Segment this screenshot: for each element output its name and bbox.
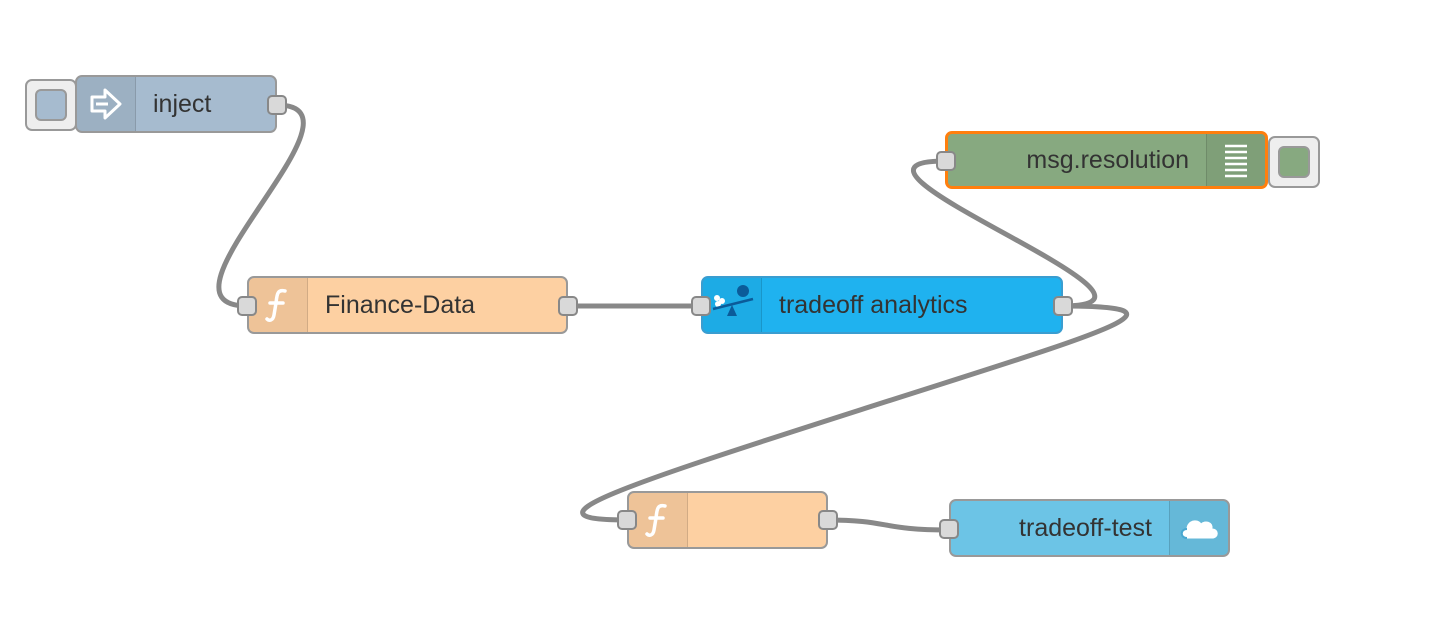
function-icon [249,278,308,332]
port-inject-output[interactable] [267,95,287,115]
port-tradeoff-analytics-output[interactable] [1053,296,1073,316]
node-tradeoff-analytics[interactable]: tradeoff analytics [701,276,1063,334]
node-inject-label: inject [153,89,212,118]
node-function-unnamed[interactable] [627,491,828,549]
node-msg-resolution[interactable]: msg.resolution [945,131,1268,189]
port-tradeoff-analytics-input[interactable] [691,296,711,316]
node-tradeoff-analytics-label: tradeoff analytics [779,290,968,319]
node-tradeoff-test[interactable]: tradeoff-test [949,499,1230,557]
port-msg-resolution-input[interactable] [936,151,956,171]
wire-function-to-tradeoff-test[interactable] [824,517,952,533]
port-finance-data-output[interactable] [558,296,578,316]
wire-tradeoff-analytics-to-msg-resolution[interactable] [910,158,1098,309]
function-icon [629,493,688,547]
port-function-unnamed-input[interactable] [617,510,637,530]
debug-list-icon [1206,134,1265,186]
port-finance-data-input[interactable] [237,296,257,316]
node-finance-data[interactable]: Finance-Data [247,276,568,334]
wire-inject-to-finance-data[interactable] [216,102,306,309]
inject-trigger-icon[interactable] [35,89,67,121]
port-tradeoff-test-input[interactable] [939,519,959,539]
node-msg-resolution-label: msg.resolution [1026,145,1189,174]
seesaw-icon [703,278,762,332]
debug-toggle-button[interactable] [1268,136,1320,188]
wire-tradeoff-analytics-to-function[interactable] [580,303,1130,523]
node-finance-data-label: Finance-Data [325,290,476,319]
inject-trigger-button[interactable] [25,79,77,131]
node-tradeoff-test-label: tradeoff-test [1019,513,1152,542]
node-inject[interactable]: inject [75,75,277,133]
debug-toggle-icon[interactable] [1278,146,1310,178]
cloud-icon [1169,501,1228,555]
arrow-in-icon [77,77,136,131]
port-function-unnamed-output[interactable] [818,510,838,530]
